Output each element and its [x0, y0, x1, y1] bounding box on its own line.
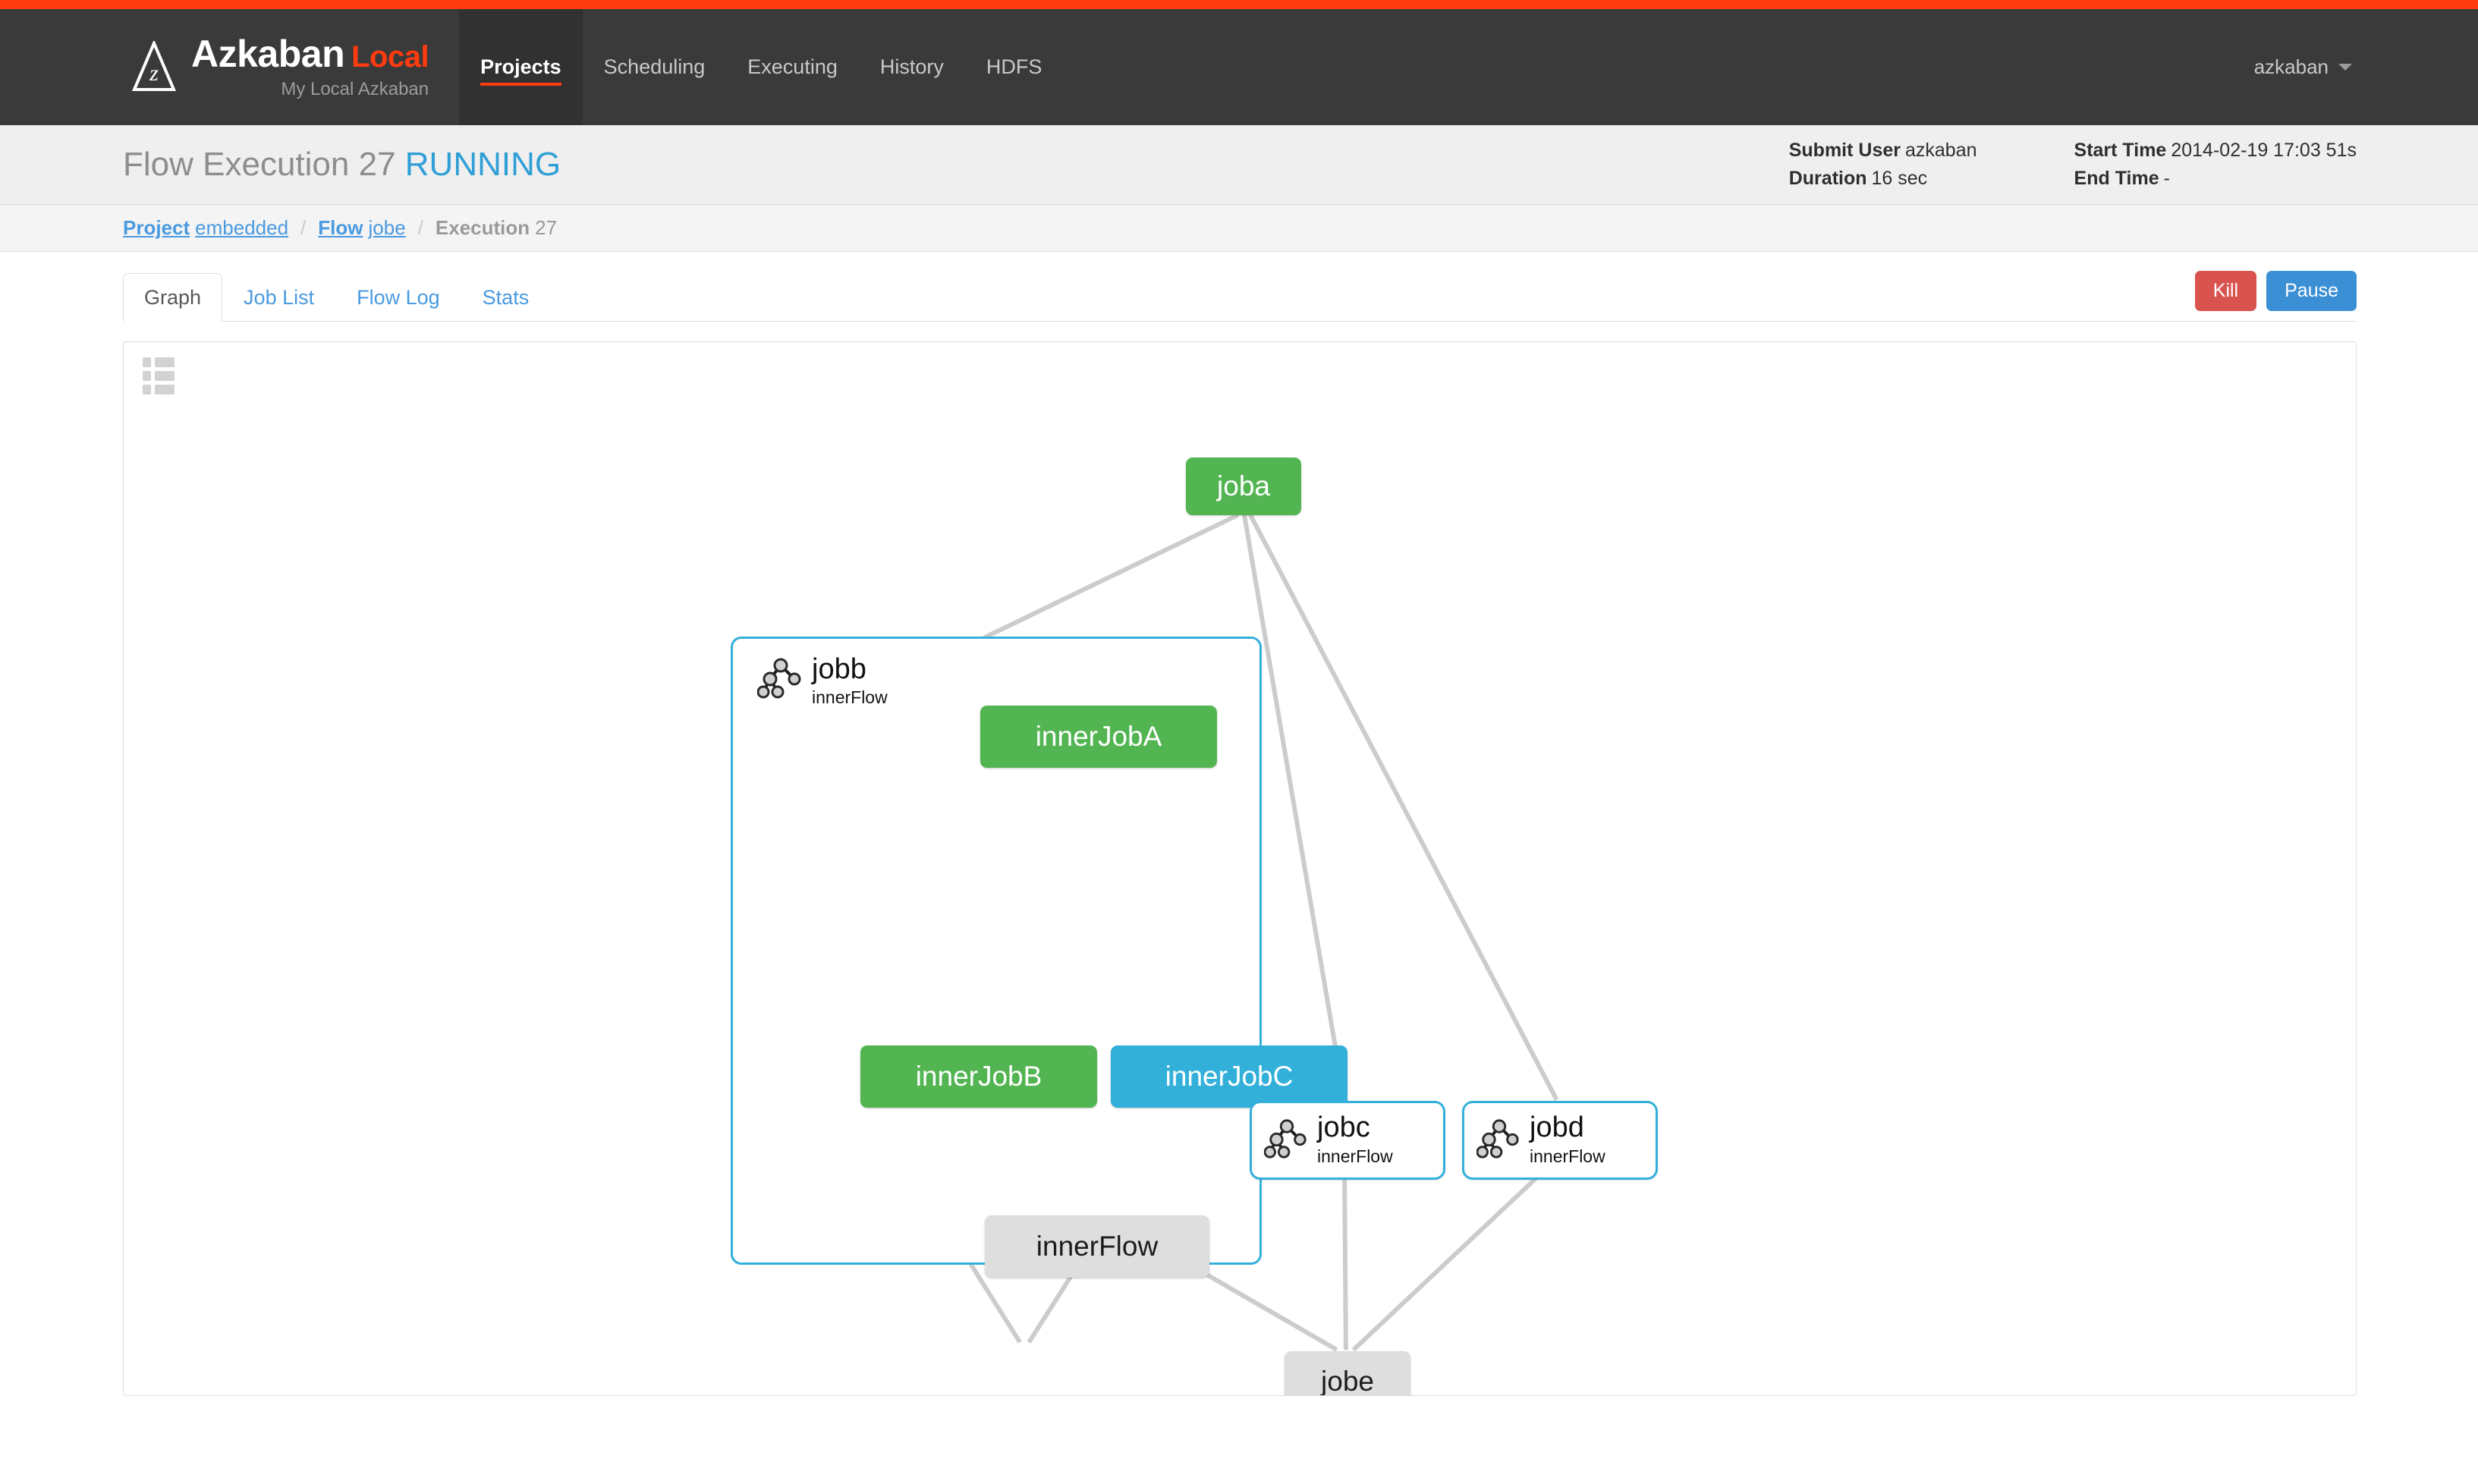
meta-end-time-label: End Time	[2074, 168, 2159, 189]
breadcrumb-project-label: Project	[123, 216, 190, 239]
user-menu-label: azkaban	[2253, 55, 2329, 78]
meta-submit-user-label: Submit User	[1788, 140, 1901, 161]
graph-node-jobe-label: jobe	[1321, 1366, 1374, 1396]
tab-stats[interactable]: Stats	[482, 286, 530, 309]
navbar-right: azkaban	[2254, 9, 2478, 125]
breadcrumb-project-value: embedded	[195, 216, 289, 239]
meta-end-time-value: -	[2163, 168, 2170, 189]
edge-jobd-jobe	[1351, 1157, 1558, 1352]
pause-button[interactable]: Pause	[2266, 270, 2357, 311]
edge-joba-jobc	[1242, 514, 1347, 1101]
brand-qualifier: Local	[351, 39, 429, 74]
nav-item-scheduling[interactable]: Scheduling	[603, 55, 706, 78]
edge-jobc-jobe	[1341, 1159, 1348, 1350]
flow-tree-icon	[756, 656, 804, 705]
kill-button[interactable]: Kill	[2194, 270, 2257, 311]
tab-job-list[interactable]: Job List	[244, 286, 315, 309]
breadcrumb-separator: /	[300, 216, 307, 239]
status-badge: RUNNING	[404, 146, 561, 183]
graph-node-innerJobB[interactable]: innerJobB	[860, 1045, 1097, 1108]
graph-flow-jobd-sublabel: innerFlow	[1530, 1146, 1605, 1166]
nav-item-executing[interactable]: Executing	[747, 55, 838, 78]
edge-joba-jobd	[1248, 514, 1559, 1101]
primary-nav: Projects Scheduling Executing History HD…	[459, 9, 1063, 125]
breadcrumb-flow-label: Flow	[318, 216, 363, 239]
graph-flow-jobc-sublabel: innerFlow	[1317, 1146, 1393, 1166]
chevron-down-icon	[2338, 64, 2352, 71]
nav-item-hdfs[interactable]: HDFS	[986, 55, 1042, 78]
breadcrumb-separator-2: /	[417, 216, 423, 239]
meta-start-time-label: Start Time	[2074, 140, 2167, 161]
graph-node-innerJobC-label: innerJobC	[1165, 1061, 1294, 1092]
breadcrumb-execution-label: Execution	[435, 216, 530, 239]
flow-graph-panel[interactable]: joba	[123, 341, 2357, 1396]
page-title-prefix: Flow Execution	[123, 146, 350, 183]
meta-duration-value: 16 sec	[1871, 168, 1928, 189]
edge-jobb-jobe	[1181, 1258, 1338, 1352]
graph-flow-jobb[interactable]: jobb innerFlow innerJobA innerJobB inner…	[731, 637, 1347, 1278]
meta-end-time: End Time-	[2074, 168, 2357, 190]
flow-tree-icon	[1263, 1117, 1310, 1165]
graph-flow-jobb-name: jobb	[812, 653, 866, 685]
graph-flow-jobb-sublabel: innerFlow	[812, 687, 888, 708]
meta-duration-label: Duration	[1788, 168, 1867, 189]
execution-actions: Kill Pause	[2194, 270, 2357, 322]
graph-node-joba[interactable]: joba	[1186, 457, 1301, 515]
graph-flow-jobc[interactable]: jobc innerFlow	[1250, 1101, 1445, 1180]
meta-submit-user-value: azkaban	[1905, 140, 1977, 161]
meta-start-time-value: 2014-02-19 17:03 51s	[2171, 140, 2357, 161]
tab-bar: Graph Job List Flow Log Stats Kill Pause	[123, 252, 2357, 322]
graph-flow-jobd[interactable]: jobd innerFlow	[1462, 1101, 1658, 1180]
svg-text:z: z	[149, 61, 159, 86]
azkaban-logo-icon: z	[131, 39, 178, 94]
graph-flow-jobd-name: jobd	[1530, 1111, 1584, 1144]
brand-name: Azkaban	[191, 32, 345, 75]
graph-node-joba-label: joba	[1217, 470, 1270, 501]
nav-item-projects[interactable]: Projects	[459, 9, 583, 125]
breadcrumb-execution-value: 27	[535, 216, 558, 239]
page-title-execution-id: 27	[358, 146, 396, 183]
breadcrumb-flow-value: jobe	[368, 216, 406, 239]
flow-tree-icon	[1476, 1117, 1522, 1165]
graph-flow-jobc-name: jobc	[1317, 1111, 1370, 1144]
graph-node-innerFlow-label: innerFlow	[1036, 1231, 1159, 1262]
graph-node-innerJobA-label: innerJobA	[1035, 721, 1162, 752]
graph-flow-jobb-header[interactable]: jobb innerFlow	[756, 653, 888, 708]
top-accent-bar	[0, 0, 2478, 9]
graph-node-innerJobB-label: innerJobB	[915, 1061, 1042, 1092]
graph-node-jobe[interactable]: jobe	[1285, 1351, 1410, 1396]
graph-node-innerJobA[interactable]: innerJobA	[980, 706, 1217, 768]
edge-joba-jobb	[983, 512, 1240, 640]
tab-graph[interactable]: Graph	[123, 273, 223, 322]
legend-list-icon[interactable]	[143, 357, 175, 398]
page-title: Flow Execution 27 RUNNING	[0, 146, 561, 184]
brand-tagline: My Local Azkaban	[281, 78, 429, 99]
graph-node-innerFlow[interactable]: innerFlow	[985, 1215, 1209, 1278]
graph-node-innerJobC[interactable]: innerJobC	[1111, 1045, 1347, 1108]
tab-flow-log[interactable]: Flow Log	[357, 286, 440, 309]
user-menu[interactable]: azkaban	[2254, 55, 2352, 79]
nav-item-history[interactable]: History	[879, 55, 944, 78]
